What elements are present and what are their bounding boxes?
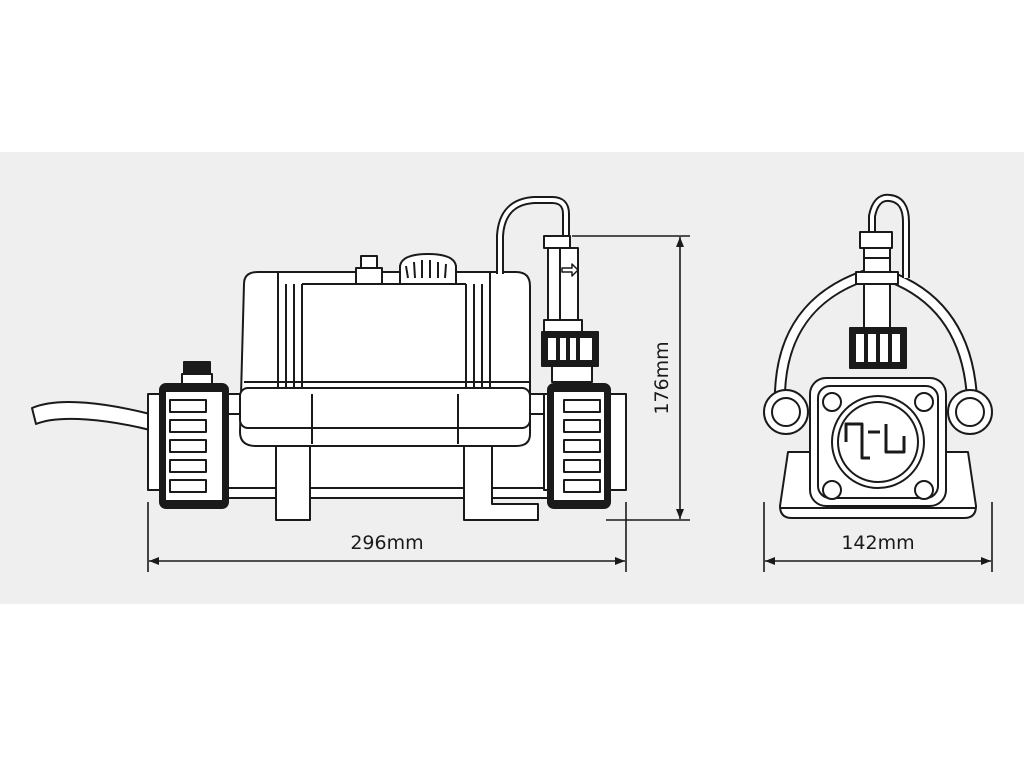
left-pipe-union	[147, 361, 229, 509]
depth-label: 142mm	[841, 532, 914, 554]
heater-end-view	[763, 193, 993, 519]
width-label: 296mm	[350, 532, 423, 554]
end-dimensions	[763, 502, 993, 572]
side-dimensions	[147, 235, 690, 572]
left-foot	[275, 443, 311, 521]
flow-sensor	[543, 235, 571, 249]
thermostat-knob[interactable]	[399, 253, 457, 285]
drawing-panel: 296mm 176mm	[0, 152, 1024, 604]
heater-side-view	[31, 196, 627, 521]
right-pipe-union	[543, 383, 627, 509]
height-label: 176mm	[651, 341, 673, 414]
indicator-nut	[355, 267, 383, 285]
